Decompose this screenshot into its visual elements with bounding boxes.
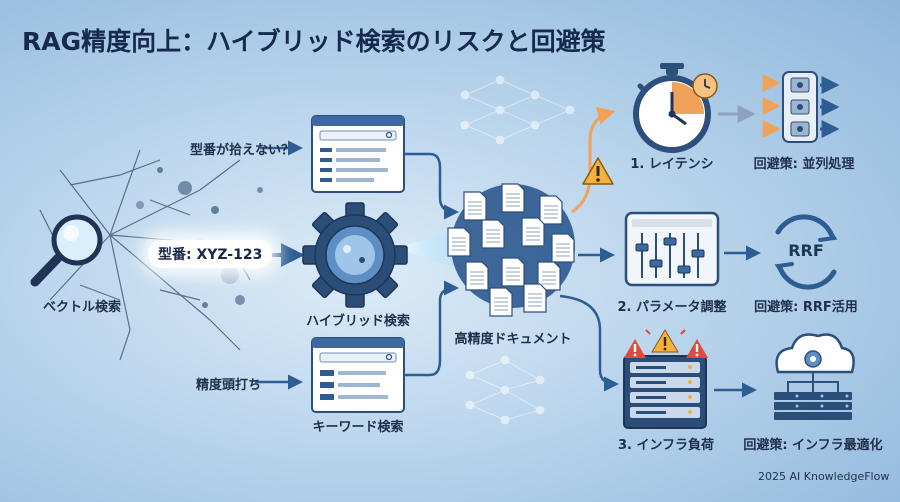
server-rack-icon [623, 355, 707, 429]
label-question-top: 型番が拾えない？ [190, 143, 295, 158]
warning-icon [582, 157, 614, 185]
label-documents: 高精度ドキュメント [454, 332, 572, 347]
document-icon [447, 227, 471, 257]
arrow-docs-to-infra [559, 294, 619, 392]
label-question-bottom: 精度頭打ち [196, 378, 262, 393]
label-risk-latency: 1. レイテンシ [630, 157, 714, 172]
document-icon [463, 191, 487, 221]
arrow-top-panel-to-docs [404, 152, 459, 220]
page-title: RAG精度向上：ハイブリッド検索のリスクと回避策 [22, 27, 606, 56]
blur-dots [136, 167, 263, 308]
label-vector-search: ベクトル検索 [42, 300, 122, 315]
cloud-server-icon [774, 333, 855, 420]
label-solution-parallel: 回避策: 並列処理 [753, 157, 855, 172]
refresh-cycle-icon [774, 214, 838, 290]
magnifier-icon [30, 214, 103, 287]
document-icon [489, 287, 513, 317]
arrow-bottom-panel-to-docs [404, 280, 459, 377]
document-icon [501, 257, 525, 287]
label-solution-rrf: 回避策: RRF活用 [754, 300, 858, 315]
document-cluster [447, 183, 575, 317]
credit-text: 2025 AI KnowledgeFlow [758, 470, 890, 483]
arrow-docs-to-latency [571, 107, 616, 214]
gear-icon [302, 202, 408, 308]
label-risk-infra: 3. インフラ負荷 [617, 438, 715, 453]
stopwatch-icon [633, 63, 711, 153]
neural-network-bottom [465, 355, 545, 425]
browser-panel-bottom [311, 337, 405, 413]
document-icon [521, 217, 545, 247]
rrf-badge: RRF [788, 241, 824, 260]
document-icon [523, 283, 547, 313]
clock-icon [692, 73, 718, 99]
document-icon [481, 219, 505, 249]
document-icon [551, 233, 575, 263]
label-hybrid-search: ハイブリッド検索 [306, 314, 410, 329]
parallel-processing-icon [762, 71, 840, 143]
document-icon [465, 261, 489, 291]
neural-network-top [460, 75, 575, 145]
mixer-icon [624, 211, 720, 287]
query-pill: 型番: XYZ-123 [148, 240, 273, 268]
document-icon [539, 195, 563, 225]
browser-panel-top [311, 115, 405, 193]
document-icon [501, 183, 525, 213]
alert-icons [624, 329, 708, 358]
label-solution-infra: 回避策: インフラ最適化 [743, 438, 883, 453]
label-risk-params: 2. パラメータ調整 [617, 300, 727, 315]
label-keyword-search: キーワード検索 [312, 420, 404, 435]
